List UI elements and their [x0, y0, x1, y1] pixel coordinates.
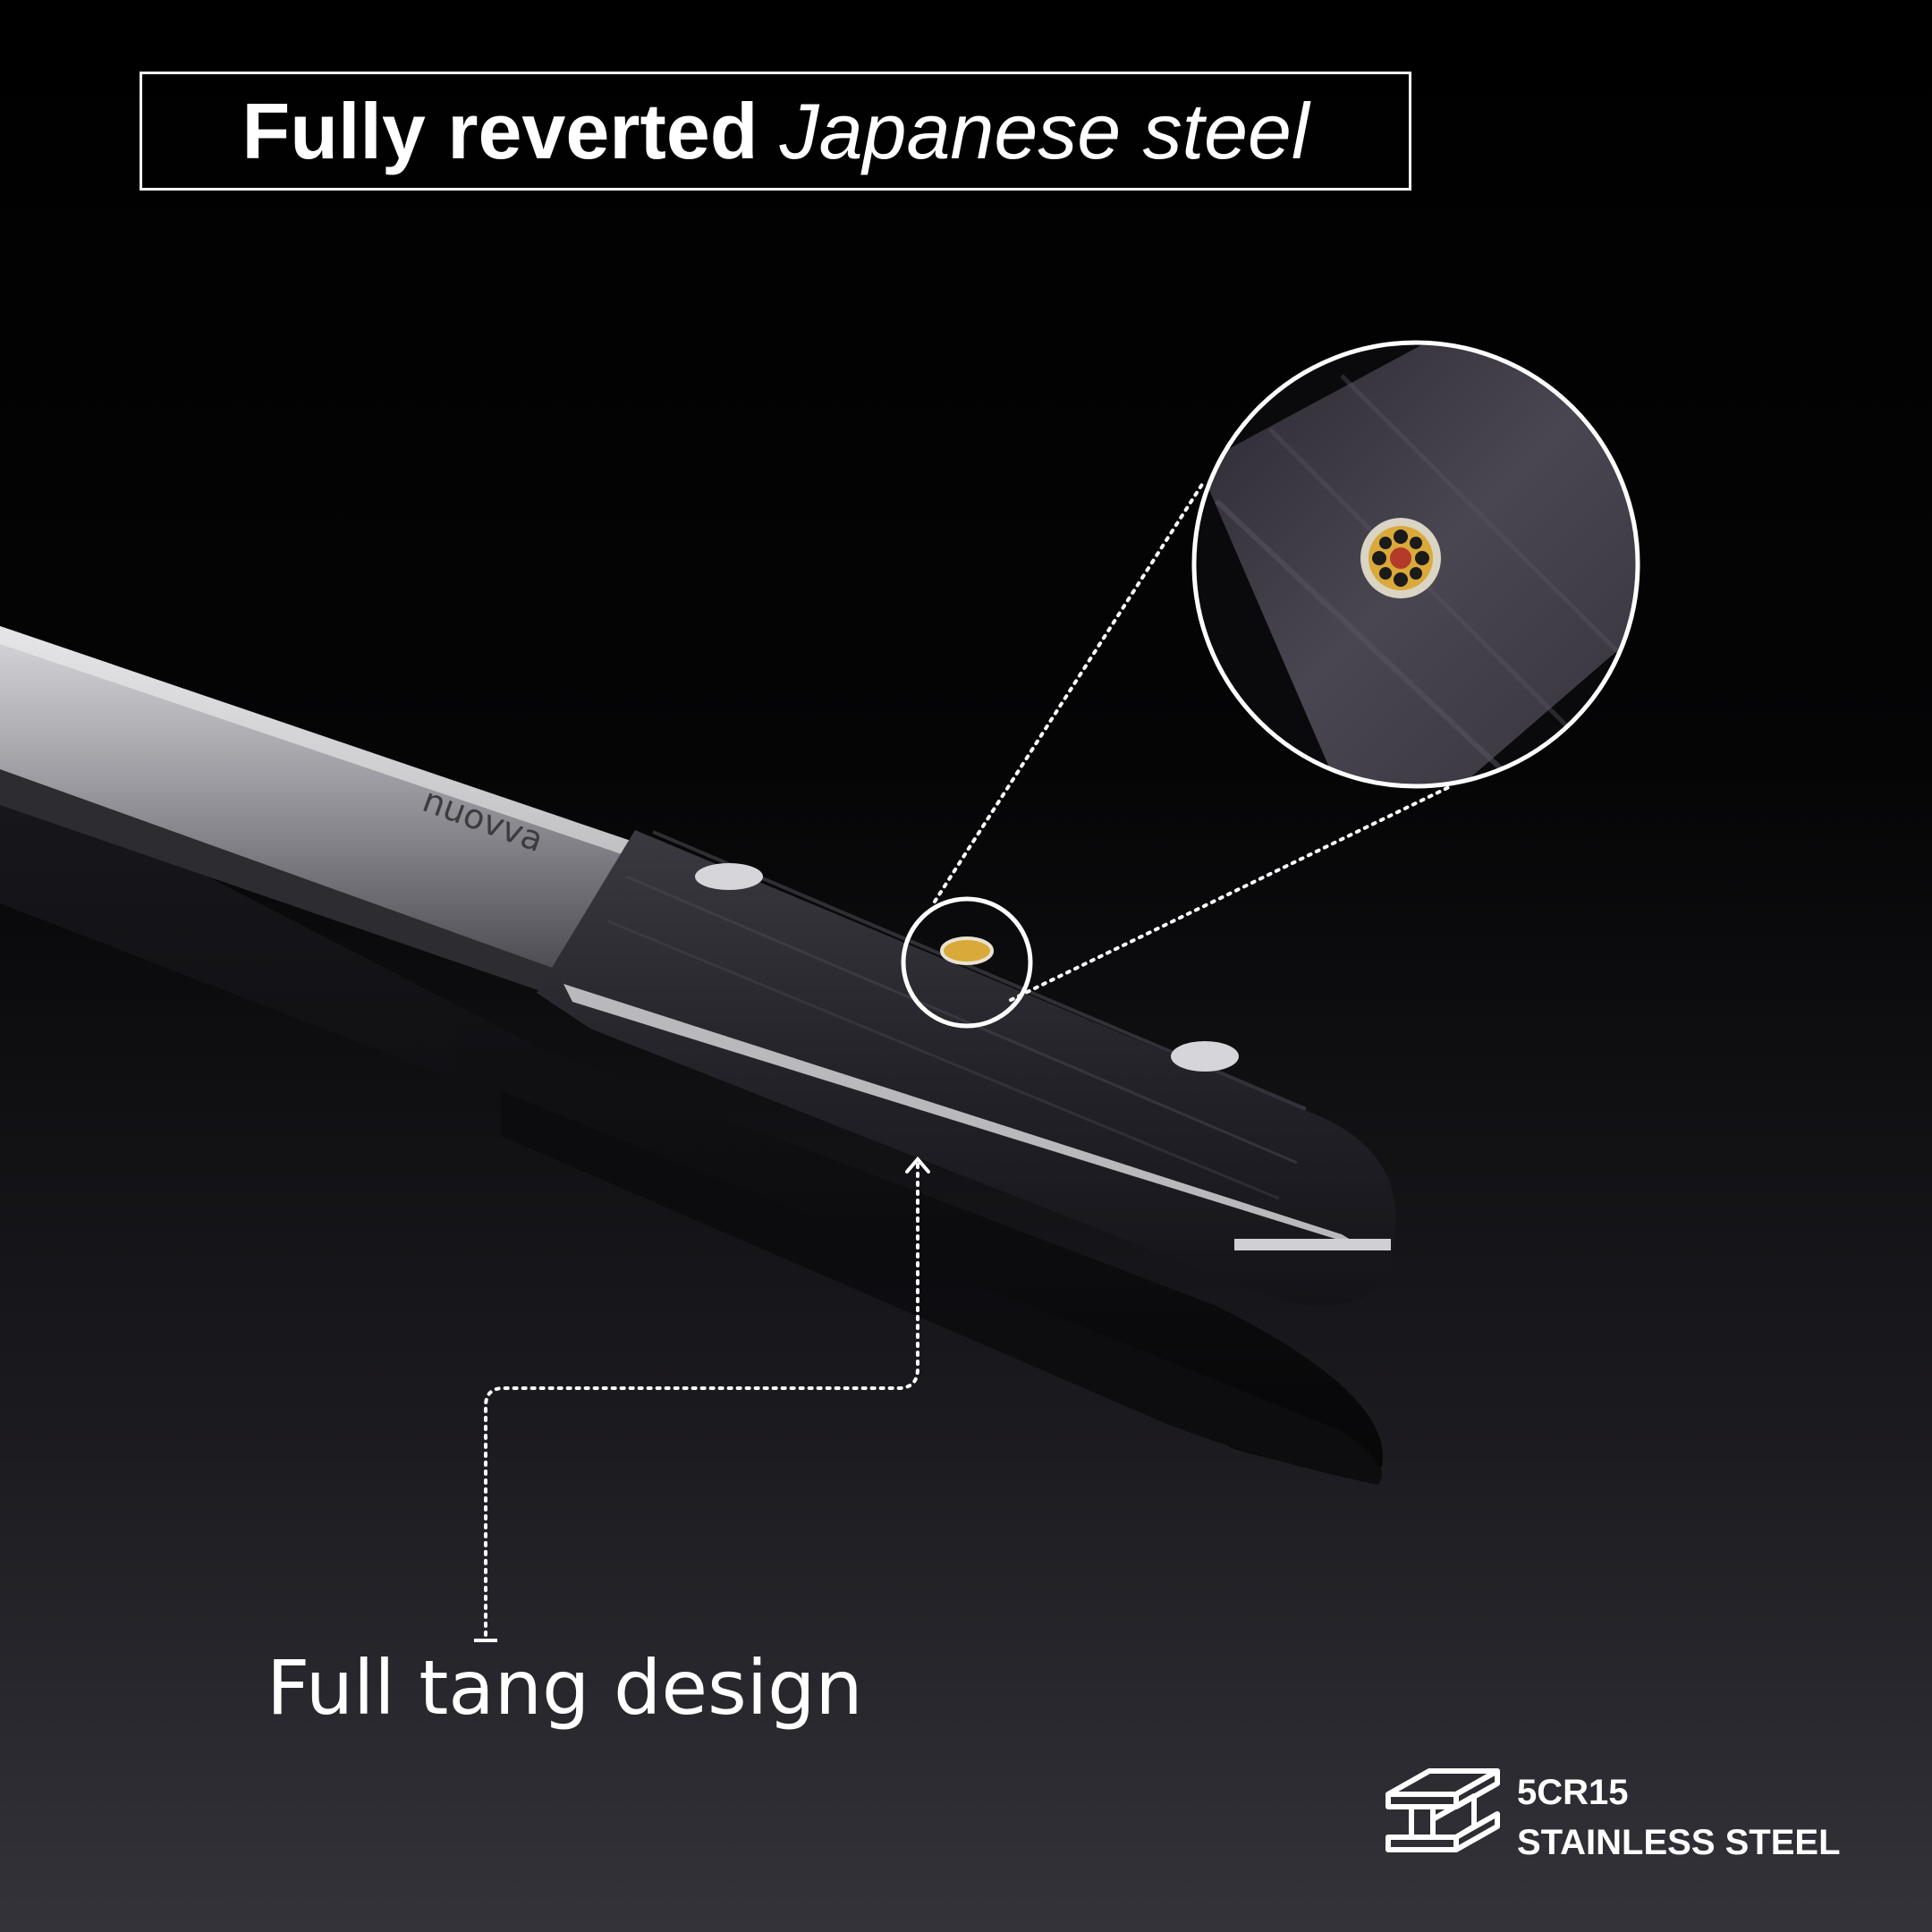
zoom-connector-lower — [1009, 785, 1451, 1002]
zoom-connector-upper — [933, 481, 1205, 903]
badge-line2: STAINLESS STEEL — [1517, 1823, 1841, 1862]
zoom-detail — [1191, 340, 1640, 789]
pin-highlight-circle — [901, 896, 1033, 1029]
callout-label: Full tang design — [267, 1644, 863, 1732]
steel-i-beam-icon — [1385, 1768, 1500, 1852]
knife-reflection — [0, 769, 1384, 1485]
steel-badge: 5CR15 STAINLESS STEEL — [1385, 1760, 1885, 1868]
mosaic-pin — [940, 936, 994, 965]
headline-bold: Fully reverted — [242, 86, 758, 175]
headline-italic: Japanese steel — [779, 86, 1309, 175]
tang-callout-leader — [484, 1163, 919, 1640]
tang-callout-arrowhead — [905, 1156, 930, 1174]
knife-handle — [537, 830, 1396, 1306]
badge-line1: 5CR15 — [1517, 1773, 1629, 1812]
knife-blade: nuovva — [0, 626, 644, 993]
pin-mosaic-center — [1390, 547, 1411, 569]
rivet-front — [695, 863, 763, 890]
headline-box: Fully reverted Japanese steel — [140, 72, 1411, 191]
zoom-circle-border — [1191, 340, 1640, 789]
rivet-back — [1171, 1041, 1239, 1072]
